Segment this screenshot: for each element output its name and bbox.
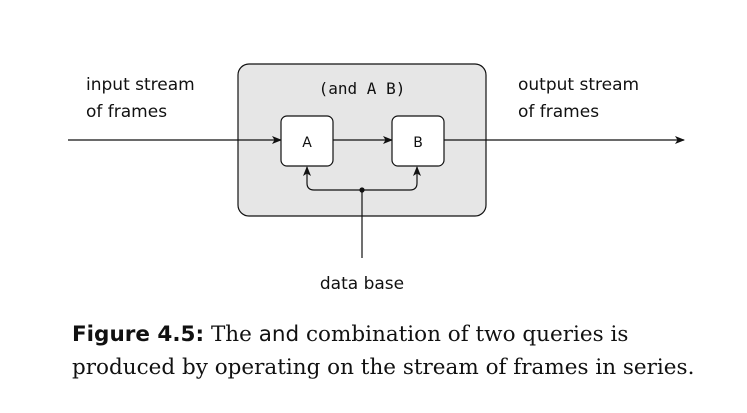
query-b-label: B [413, 135, 423, 151]
and-combination-diagram: input stream of frames output stream of … [68, 63, 685, 294]
database-to-a-arrow [303, 166, 362, 191]
input-label-line-2: of frames [86, 102, 167, 122]
caption-text-1: The [204, 322, 259, 347]
database-label: data base [320, 274, 404, 294]
database-to-b-arrow [362, 166, 421, 191]
caption-code-word: and [258, 322, 300, 347]
output-label-line-2: of frames [518, 102, 599, 122]
output-label-line-1: output stream [518, 75, 639, 95]
caption-text-2: combination of two queries is produced b… [72, 322, 695, 380]
figure-label: Figure 4.5: [72, 322, 205, 347]
input-label-line-1: input stream [86, 75, 195, 95]
query-a-label: A [302, 135, 312, 151]
junction-dot [359, 187, 365, 193]
figure-caption: Figure 4.5: The and combination of two q… [72, 318, 712, 384]
combiner-label: (and A B) [319, 79, 406, 98]
